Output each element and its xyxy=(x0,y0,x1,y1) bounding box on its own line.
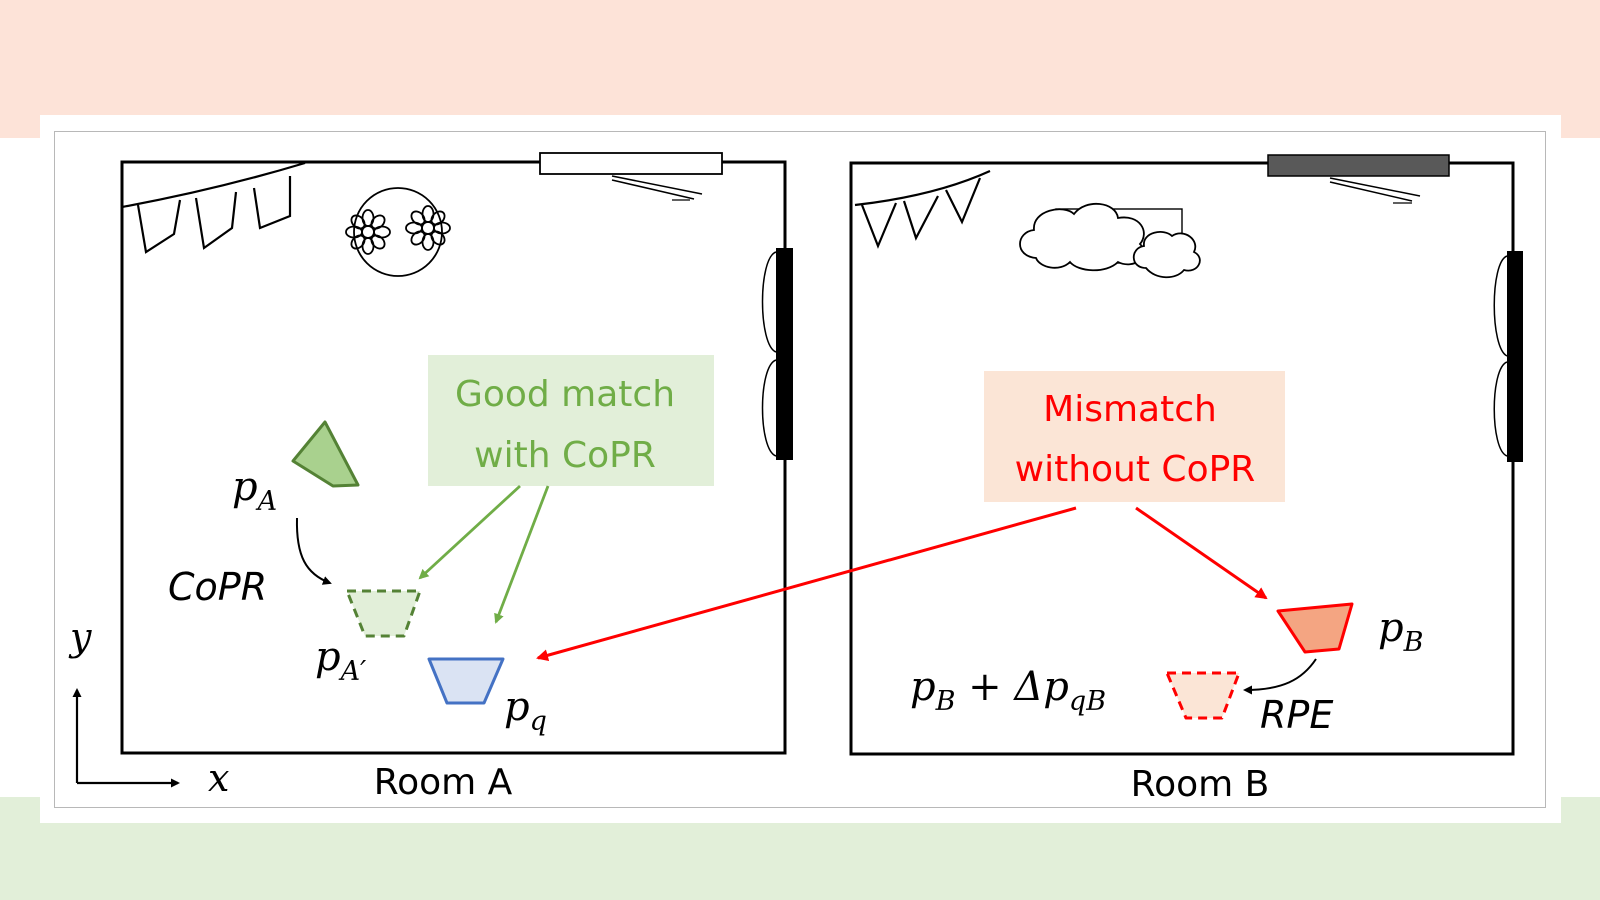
good-match-line2: with CoPR xyxy=(474,435,656,476)
mismatch-box xyxy=(984,371,1285,502)
good-match-callout: Good match with CoPR xyxy=(428,355,714,486)
rpe-label: RPE xyxy=(1260,693,1333,737)
room-a: Good match with CoPR pA CoPR pA′ pq Room… xyxy=(120,152,793,803)
pq-label: pq xyxy=(504,684,547,737)
sofa-icon xyxy=(761,248,793,460)
flower-decoration-icon xyxy=(345,187,451,277)
good-match-box xyxy=(428,355,714,486)
door-icon xyxy=(539,152,723,201)
figure-frame xyxy=(54,131,1546,808)
pA-label: pA xyxy=(232,464,277,517)
pB-label: pB xyxy=(1378,605,1423,658)
rpe-curve-arrow xyxy=(1243,658,1317,695)
mismatch-callout: Mismatch without CoPR xyxy=(984,371,1285,502)
y-axis-label: y xyxy=(68,615,92,659)
pA-prime-label: pA′ xyxy=(315,634,366,687)
room-a-title: Room A xyxy=(374,762,513,803)
pB-delta-label: pB + ΔpqB xyxy=(910,664,1106,717)
bunting-icon xyxy=(854,169,991,249)
pose-pB-icon xyxy=(1276,602,1354,654)
pose-pA-prime-icon xyxy=(345,589,422,638)
copr-label: CoPR xyxy=(168,565,267,609)
sofa-icon xyxy=(1493,251,1523,462)
mismatch-arrow-to-pB xyxy=(1135,506,1268,600)
x-axis-label: x xyxy=(208,756,229,800)
coordinate-axes: y x xyxy=(68,615,229,800)
room-b: Mismatch without CoPR pB RPE pB + ΔpqB R… xyxy=(849,154,1523,805)
mismatch-arrow-to-pq xyxy=(536,506,1077,662)
good-match-arrow-to-pq xyxy=(494,485,550,624)
cloud-decoration-icon xyxy=(1019,202,1201,279)
mismatch-line1: Mismatch xyxy=(1043,389,1217,430)
pose-pA-icon xyxy=(291,420,360,488)
door-icon xyxy=(1267,154,1450,204)
pose-pB-delta-icon xyxy=(1165,671,1241,720)
pose-pq-icon xyxy=(427,657,505,705)
good-match-arrow-to-pA-prime xyxy=(418,484,521,580)
room-b-title: Room B xyxy=(1131,764,1270,805)
mismatch-line2: without CoPR xyxy=(1015,449,1256,490)
copr-curve-arrow xyxy=(295,517,332,585)
good-match-line1: Good match xyxy=(455,374,675,415)
bunting-icon xyxy=(121,161,306,254)
